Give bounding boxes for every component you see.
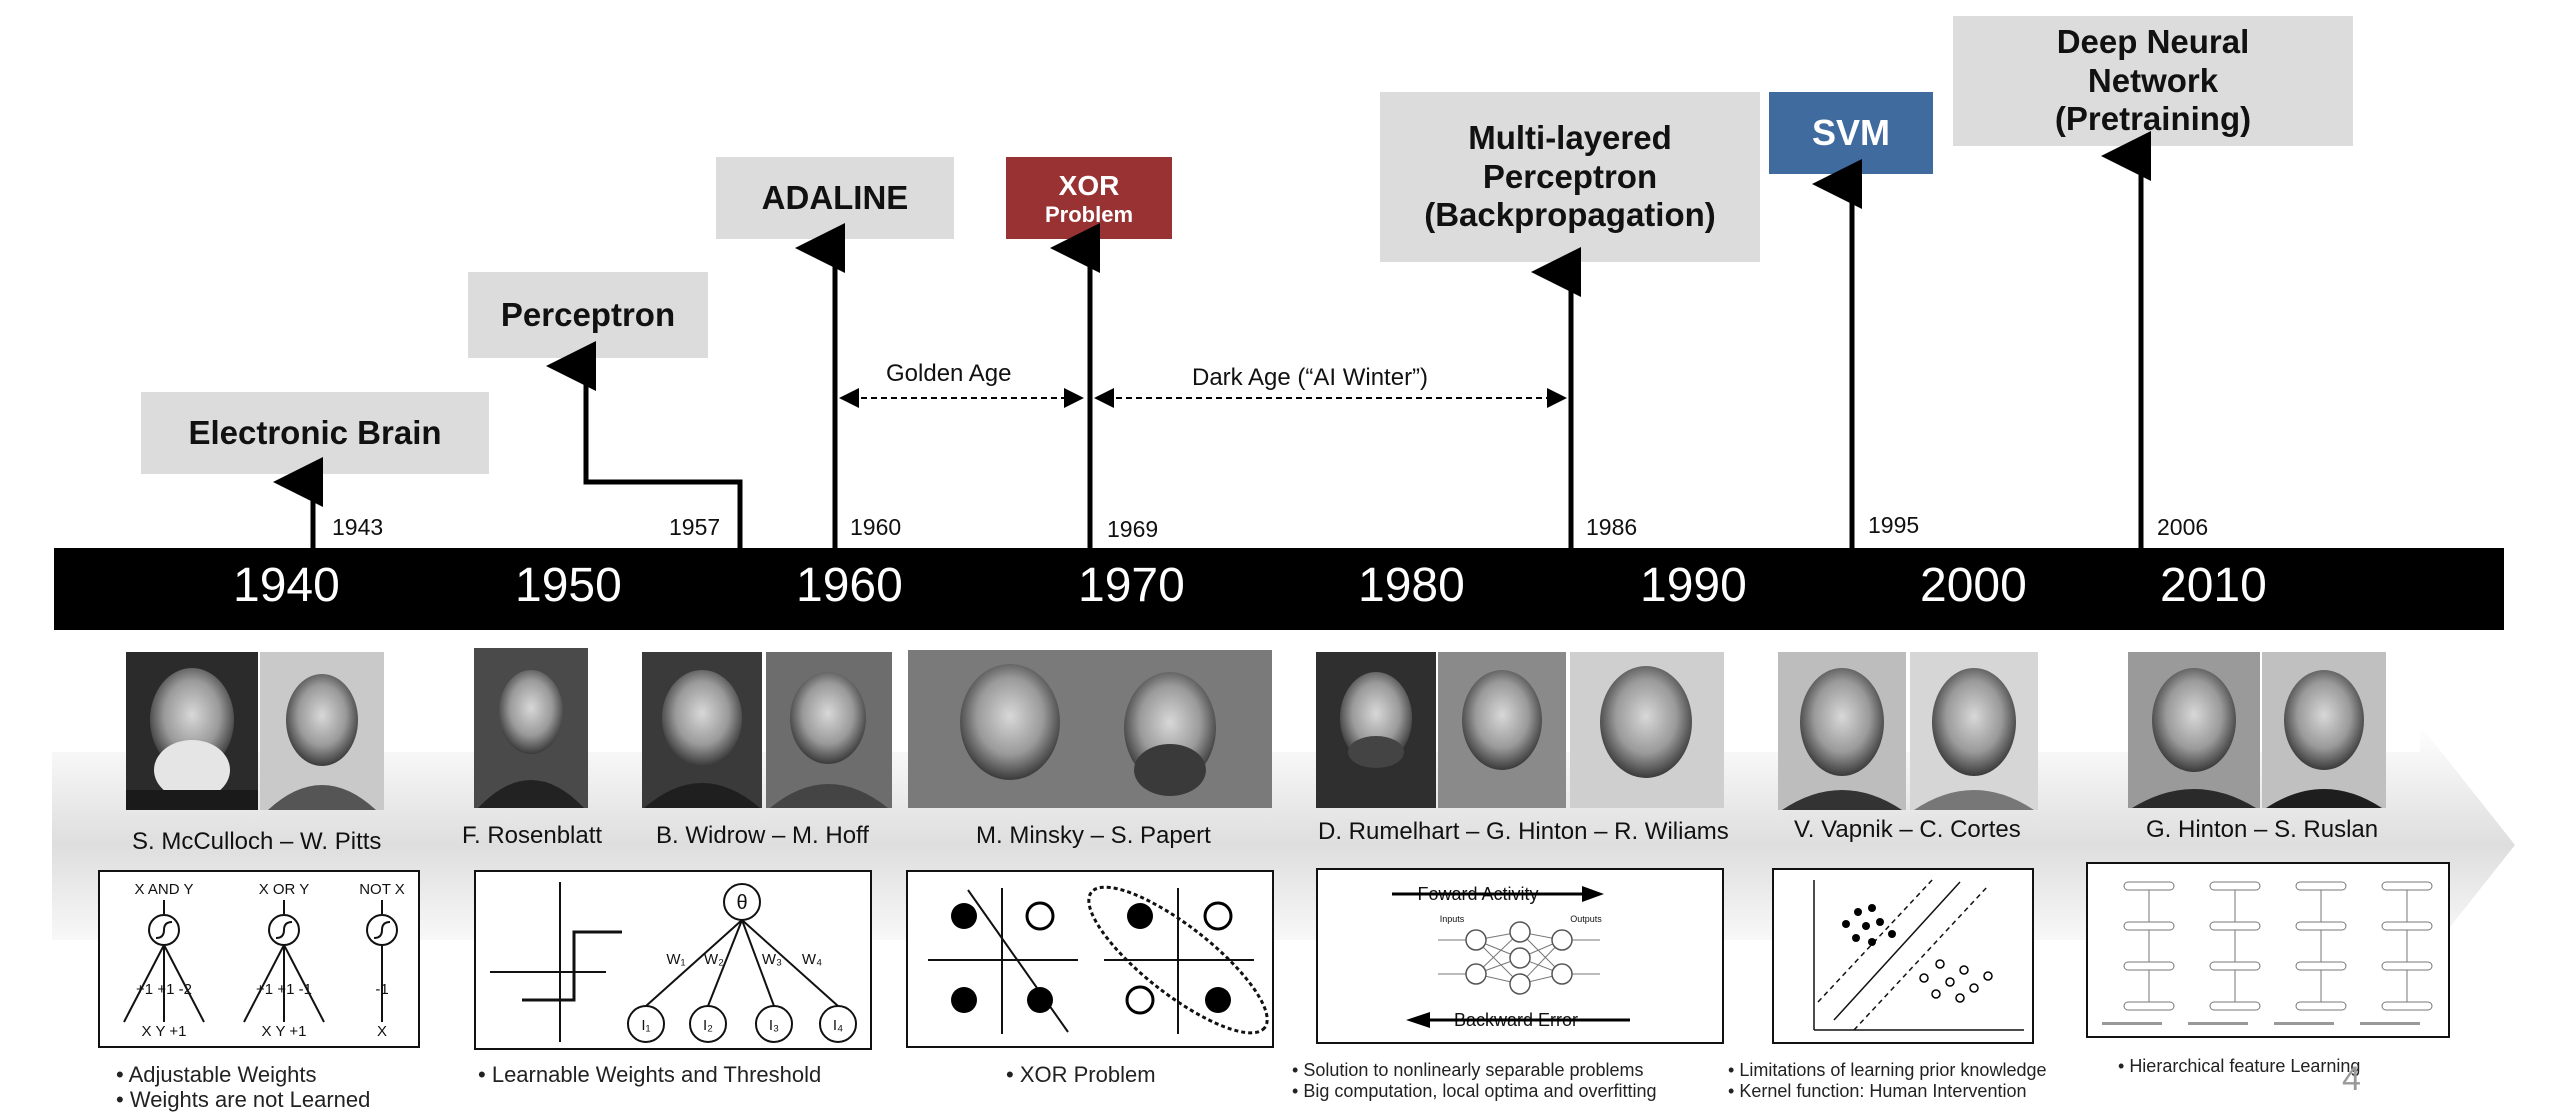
milestone-mlp: Multi-layered Perceptron (Backpropagatio…	[1380, 92, 1760, 262]
milestone-label: SVM	[1811, 111, 1890, 153]
photo-hoff	[766, 652, 892, 808]
photo-pitts	[260, 652, 384, 810]
photo-cortes	[1910, 652, 2038, 810]
year-label: 1943	[332, 514, 384, 540]
input-label: I₄	[833, 1017, 843, 1034]
photo-williams	[1570, 652, 1724, 808]
decade-label: 2010	[2160, 559, 2267, 612]
year-label: 1960	[850, 514, 902, 540]
photo-widrow	[642, 652, 762, 808]
decade-label: 1980	[1358, 559, 1465, 612]
photo-mcculloch	[126, 652, 258, 810]
bullet-list-hinton: • Hierarchical feature Learning	[2118, 1056, 2360, 1077]
milestone-label: Multi-layered Perceptron (Backpropagatio…	[1424, 118, 1716, 234]
people-name: F. Rosenblatt	[462, 822, 603, 849]
photo-rosenblatt	[474, 648, 588, 808]
timeline-bar	[54, 548, 2504, 630]
bullet-item: • Learnable Weights and Threshold	[478, 1062, 822, 1087]
milestone-label: Deep Neural Network (Pretraining)	[2054, 22, 2252, 138]
bullet-item: • Weights are not Learned	[116, 1087, 371, 1113]
arrow-1957	[546, 341, 743, 548]
input-label: I₂	[703, 1017, 713, 1034]
photo-hinton	[1438, 652, 1566, 808]
backprop-diagram: Foward Activity Backward Error Inputs Ou…	[1316, 868, 1724, 1044]
weight-label: W₂	[704, 951, 724, 968]
perceptron-diagram: θ W₁ W₂ W₃ W₄ I₁ I₂ I₃ I₄	[474, 870, 872, 1050]
bullet-item: • Adjustable Weights	[116, 1062, 317, 1087]
dbn-pretraining-diagram	[2086, 862, 2450, 1038]
portrait-photos	[126, 648, 2386, 810]
photo-vapnik	[1778, 652, 1906, 810]
milestone-label: Electronic Brain	[188, 413, 442, 451]
photo-ruslan	[2262, 652, 2386, 808]
gate-inputs: X Y +1	[142, 1023, 187, 1040]
milestone-perceptron: Perceptron	[468, 272, 708, 358]
milestone-label: ADALINE	[761, 178, 909, 216]
milestone-arrows	[273, 131, 2151, 548]
year-label: 1957	[669, 514, 721, 540]
bullet-item: • XOR Problem	[1006, 1062, 1156, 1087]
gate-title: X AND Y	[135, 881, 194, 898]
bullet-item: • Limitations of learning prior knowledg…	[1728, 1060, 2047, 1080]
photo-rumelhart	[1316, 652, 1436, 808]
year-label: 1986	[1586, 514, 1638, 540]
dark-age-label: Dark Age (“AI Winter”)	[1192, 364, 1429, 391]
people-name: D. Rumelhart – G. Hinton – R. Wiliams	[1318, 818, 1729, 845]
year-label: 1969	[1107, 516, 1159, 542]
decade-label: 1950	[515, 559, 622, 612]
xor-title: XOR	[1058, 169, 1120, 201]
people-name: G. Hinton – S. Ruslan	[2146, 816, 2379, 843]
svm-diagram	[1772, 868, 2034, 1044]
milestone-label: Perceptron	[500, 295, 676, 333]
gate-inputs: X Y +1	[262, 1023, 307, 1040]
decade-label: 2000	[1920, 559, 2027, 612]
input-label: I₃	[769, 1017, 779, 1034]
people-name: M. Minsky – S. Papert	[976, 822, 1211, 849]
photo-hinton-2	[2128, 652, 2260, 808]
weight-label: W₃	[762, 951, 782, 968]
bullet-list-rumelhart: • Solution to nonlinearly separable prob…	[1292, 1060, 1657, 1101]
decade-label: 1960	[796, 559, 903, 612]
year-label: 2006	[2157, 514, 2209, 540]
logic-gates-diagram: X AND Y X OR Y NOT X +1 +1 -2 +1 +1 -1 -…	[98, 870, 420, 1048]
bullet-list-mcculloch: • Adjustable Weights • Weights are not L…	[116, 1062, 370, 1113]
year-label: 1995	[1868, 512, 1920, 538]
inputs-label: Inputs	[1440, 914, 1465, 924]
outputs-label: Outputs	[1570, 914, 1602, 924]
bullet-list-vapnik: • Limitations of learning prior knowledg…	[1728, 1060, 2046, 1101]
bullet-item: • Big computation, local optima and over…	[1292, 1080, 1657, 1101]
bullet-item: • Solution to nonlinearly separable prob…	[1292, 1060, 1644, 1080]
decade-label: 1970	[1078, 559, 1185, 612]
page-number: 4	[2342, 1060, 2361, 1098]
gate-title: NOT X	[359, 881, 405, 898]
milestone-svm: SVM	[1769, 92, 1933, 174]
bullet-list-minsky: • XOR Problem	[1006, 1062, 1156, 1087]
bullet-item: • Hierarchical feature Learning	[2118, 1056, 2361, 1076]
people-name: V. Vapnik – C. Cortes	[1794, 816, 2021, 843]
gate-title: X OR Y	[259, 881, 310, 898]
theta-symbol: θ	[736, 892, 747, 914]
milestone-electronic-brain: Electronic Brain	[141, 392, 489, 474]
gate-inputs: X	[377, 1023, 387, 1040]
people-name: B. Widrow – M. Hoff	[656, 822, 869, 849]
weight-label: W₁	[666, 951, 685, 968]
input-label: I₁	[641, 1017, 650, 1034]
xor-diagram	[906, 870, 1274, 1048]
golden-age-label: Golden Age	[886, 360, 1012, 387]
weight-label: W₄	[802, 951, 822, 968]
decade-label: 1940	[233, 559, 340, 612]
milestone-dnn: Deep Neural Network (Pretraining)	[1953, 16, 2353, 146]
photo-minsky-papert	[908, 650, 1272, 808]
bullet-item: • Kernel function: Human Intervention	[1728, 1080, 2027, 1101]
xor-subtitle: Problem	[1044, 201, 1134, 227]
people-name: S. McCulloch – W. Pitts	[132, 828, 382, 855]
bullet-list-rosenblatt: • Learnable Weights and Threshold	[478, 1062, 821, 1087]
decade-label: 1990	[1640, 559, 1747, 612]
